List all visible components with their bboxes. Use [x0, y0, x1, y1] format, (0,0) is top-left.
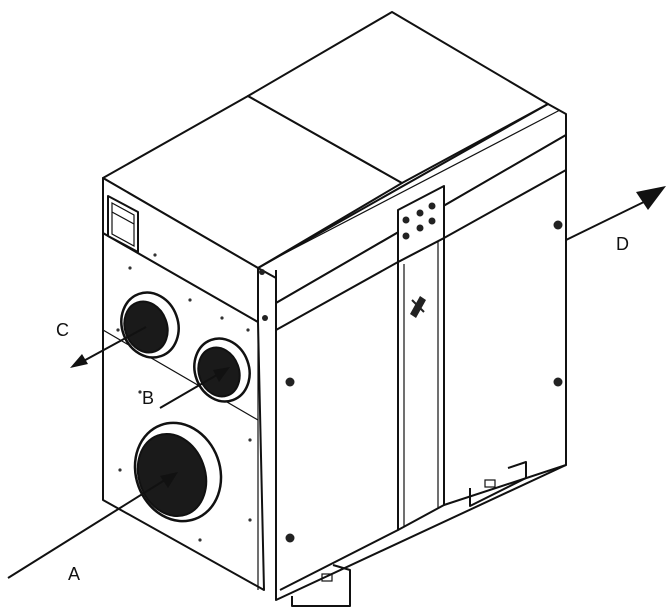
arrow-c	[70, 326, 147, 368]
door-bolts	[259, 220, 563, 543]
front-panel	[275, 134, 567, 601]
arrow-a	[7, 472, 178, 579]
control-box-vent	[107, 195, 139, 253]
arrow-b	[159, 367, 230, 409]
support-feet	[291, 461, 527, 607]
control-panel-buttons	[397, 185, 445, 263]
label-d: D	[616, 234, 629, 254]
label-b: B	[142, 388, 154, 408]
label-c: C	[56, 320, 69, 340]
label-a: A	[68, 564, 80, 584]
arrow-d	[565, 186, 666, 241]
brand-logo-icon	[410, 296, 426, 318]
